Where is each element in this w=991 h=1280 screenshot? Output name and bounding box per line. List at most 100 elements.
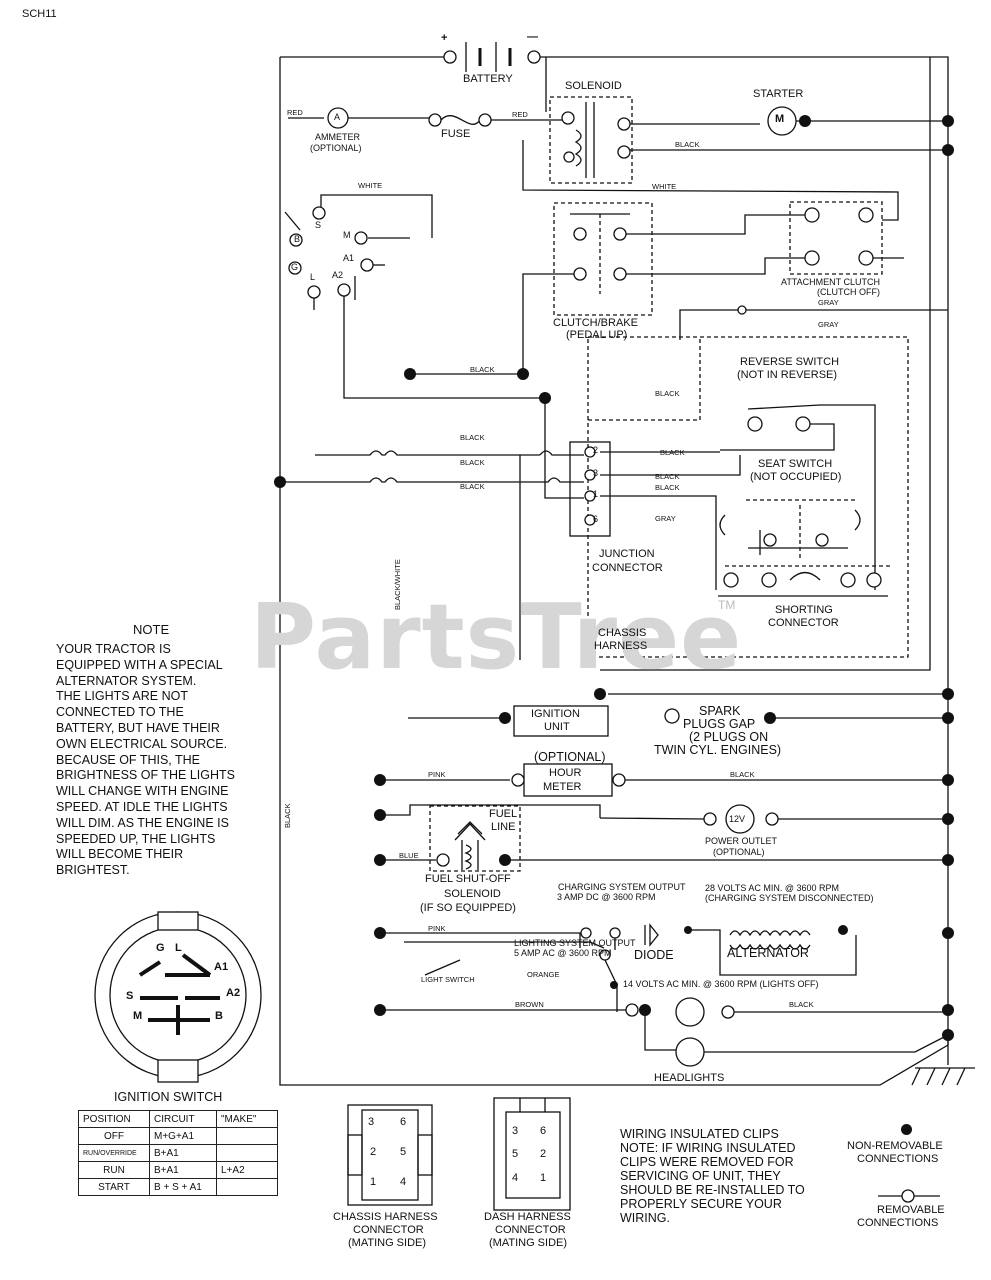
wire-black-j1: BLACK (460, 433, 485, 442)
face-l: L (175, 942, 182, 954)
junction-pin-3: 3 (593, 468, 599, 478)
seat-switch-label: SEAT SWITCH (758, 458, 833, 470)
terminal-a2: A2 (332, 270, 344, 280)
note-line: SPEED. AT IDLE THE LIGHTS (56, 799, 228, 814)
table-row: RUN B+A1 L+A2 (78, 1161, 278, 1179)
wire-blue: BLUE (399, 851, 419, 860)
chassis-connector-label-1: CHASSIS HARNESS (333, 1211, 438, 1223)
dash-pin: 3 (512, 1125, 519, 1137)
wire-black-r1: BLACK (655, 389, 680, 398)
fuel-shutoff-label-3: (IF SO EQUIPPED) (420, 902, 516, 914)
wire-white-top: WHITE (358, 181, 383, 190)
terminal-m: M (343, 230, 351, 240)
power-outlet-symbol (725, 804, 755, 834)
note-line: YOUR TRACTOR IS (56, 642, 171, 656)
face-m: M (133, 1010, 143, 1022)
battery-plus-label: + (441, 32, 448, 44)
note-line: THE LIGHTS ARE NOT (56, 689, 188, 704)
wire-brown: BROWN (515, 1000, 544, 1009)
headlights-label: HEADLIGHTS (654, 1072, 725, 1084)
power-outlet-label: POWER OUTLET (705, 836, 778, 846)
ammeter-optional-label: (OPTIONAL) (310, 143, 362, 153)
ignition-switch-label: IGNITION SWITCH (114, 1090, 223, 1104)
shorting-connector-label-1: SHORTING (775, 604, 833, 616)
wire-black-bottom: BLACK (789, 1000, 814, 1009)
table-row: OFF M+G+A1 (78, 1127, 278, 1145)
ammeter-symbol-label: A (334, 112, 341, 122)
table-cell: L+A2 (216, 1161, 278, 1179)
note-line: BRIGHTNESS OF THE LIGHTS (56, 768, 235, 783)
legend-removable-2: CONNECTIONS (857, 1217, 939, 1229)
table-cell: B+A1 (149, 1161, 217, 1179)
alternator-label: ALTERNATOR (727, 946, 809, 960)
junction-pin-2: 2 (593, 445, 599, 455)
light-switch-label: LIGHT SWITCH (421, 975, 475, 984)
ignition-switch-face (94, 911, 262, 1083)
reverse-switch-label: REVERSE SWITCH (740, 356, 840, 368)
dash-pin: 5 (512, 1148, 519, 1160)
chassis-harness-connector-drawing (347, 1104, 433, 1206)
table-cell: START (78, 1178, 150, 1196)
watermark-brand: PartsTree (250, 585, 743, 690)
wire-pink-2: PINK (428, 924, 446, 933)
battery-minus-label: — (527, 31, 538, 43)
note-line: BATTERY, BUT HAVE THEIR (56, 720, 220, 735)
note-line: WILL BECOME THEIR (56, 847, 184, 862)
clutch-brake-sub-label: (PEDAL UP) (566, 329, 628, 341)
legend-removable-1: REMOVABLE (877, 1204, 945, 1216)
headlight-lower (675, 1037, 705, 1067)
clutch-brake-label: CLUTCH/BRAKE (553, 317, 638, 329)
hour-meter-optional-label: (OPTIONAL) (534, 750, 606, 764)
table-row: START B + S + A1 (78, 1178, 278, 1196)
clips-note-line: WIRING. (620, 1211, 670, 1225)
note-body: YOUR TRACTOR IS EQUIPPED WITH A SPECIAL … (56, 642, 276, 879)
wire-black-r4: BLACK (655, 483, 680, 492)
wire-black-left: BLACK (283, 803, 292, 828)
dash-pin: 2 (540, 1148, 547, 1160)
page-code: SCH11 (22, 8, 57, 20)
diode-symbol (644, 923, 659, 947)
ignition-unit-label-2: UNIT (544, 721, 570, 733)
terminal-g: G (291, 262, 299, 272)
table-cell: M+G+A1 (149, 1127, 217, 1145)
note-line: SPEEDED UP, THE LIGHTS (56, 831, 216, 846)
dash-connector-label-1: DASH HARNESS (484, 1211, 571, 1223)
clips-note-line: NOTE: IF WIRING INSULATED (620, 1141, 796, 1155)
clutch-brake-box (553, 202, 653, 316)
attachment-clutch-label: ATTACHMENT CLUTCH (781, 277, 880, 287)
charging-output-label-1: CHARGING SYSTEM OUTPUT (558, 882, 686, 892)
chassis-connector-label-2: CONNECTOR (353, 1224, 424, 1236)
spark-label-1: SPARK (699, 704, 741, 718)
table-row: RUN/OVERRIDE B+A1 (78, 1144, 278, 1162)
dash-connector-label-3: (MATING SIDE) (489, 1237, 568, 1249)
legend-nonremovable-2: CONNECTIONS (857, 1153, 939, 1165)
wire-gray-2: GRAY (818, 320, 839, 329)
alternator-coil (729, 930, 811, 937)
note-line: BRIGHTEST. (56, 863, 130, 878)
chassis-pin: 2 (370, 1146, 377, 1158)
clips-note-line: SHOULD BE RE-INSTALLED TO (620, 1183, 805, 1197)
headlight-upper (675, 997, 705, 1027)
legend-nonremovable-1: NON-REMOVABLE (847, 1140, 943, 1152)
wire-red-1: RED (287, 108, 303, 117)
wire-black-hour: BLACK (730, 770, 755, 779)
chassis-harness-label-2: HARNESS (594, 640, 648, 652)
table-cell: B+A1 (149, 1144, 217, 1162)
volts14-label: 14 VOLTS AC MIN. @ 3600 RPM (LIGHTS OFF) (623, 979, 819, 989)
ignition-unit-label-1: IGNITION (531, 708, 580, 720)
fuel-shutoff-label-1: FUEL SHUT-OFF (425, 873, 511, 885)
note-line: WILL CHANGE WITH ENGINE (56, 784, 229, 799)
wire-black-r2: BLACK (660, 448, 685, 457)
solenoid-box (549, 96, 633, 184)
fuel-solenoid-box (429, 805, 521, 872)
face-s: S (126, 990, 134, 1002)
chassis-pin: 6 (400, 1116, 407, 1128)
wire-orange: ORANGE (527, 970, 560, 979)
terminal-b: B (294, 234, 301, 244)
terminal-l: L (310, 272, 316, 282)
wire-black-r3: BLACK (655, 472, 680, 481)
terminal-a1: A1 (343, 253, 355, 263)
table-cell (216, 1144, 278, 1162)
table-header: POSITION (78, 1110, 150, 1128)
